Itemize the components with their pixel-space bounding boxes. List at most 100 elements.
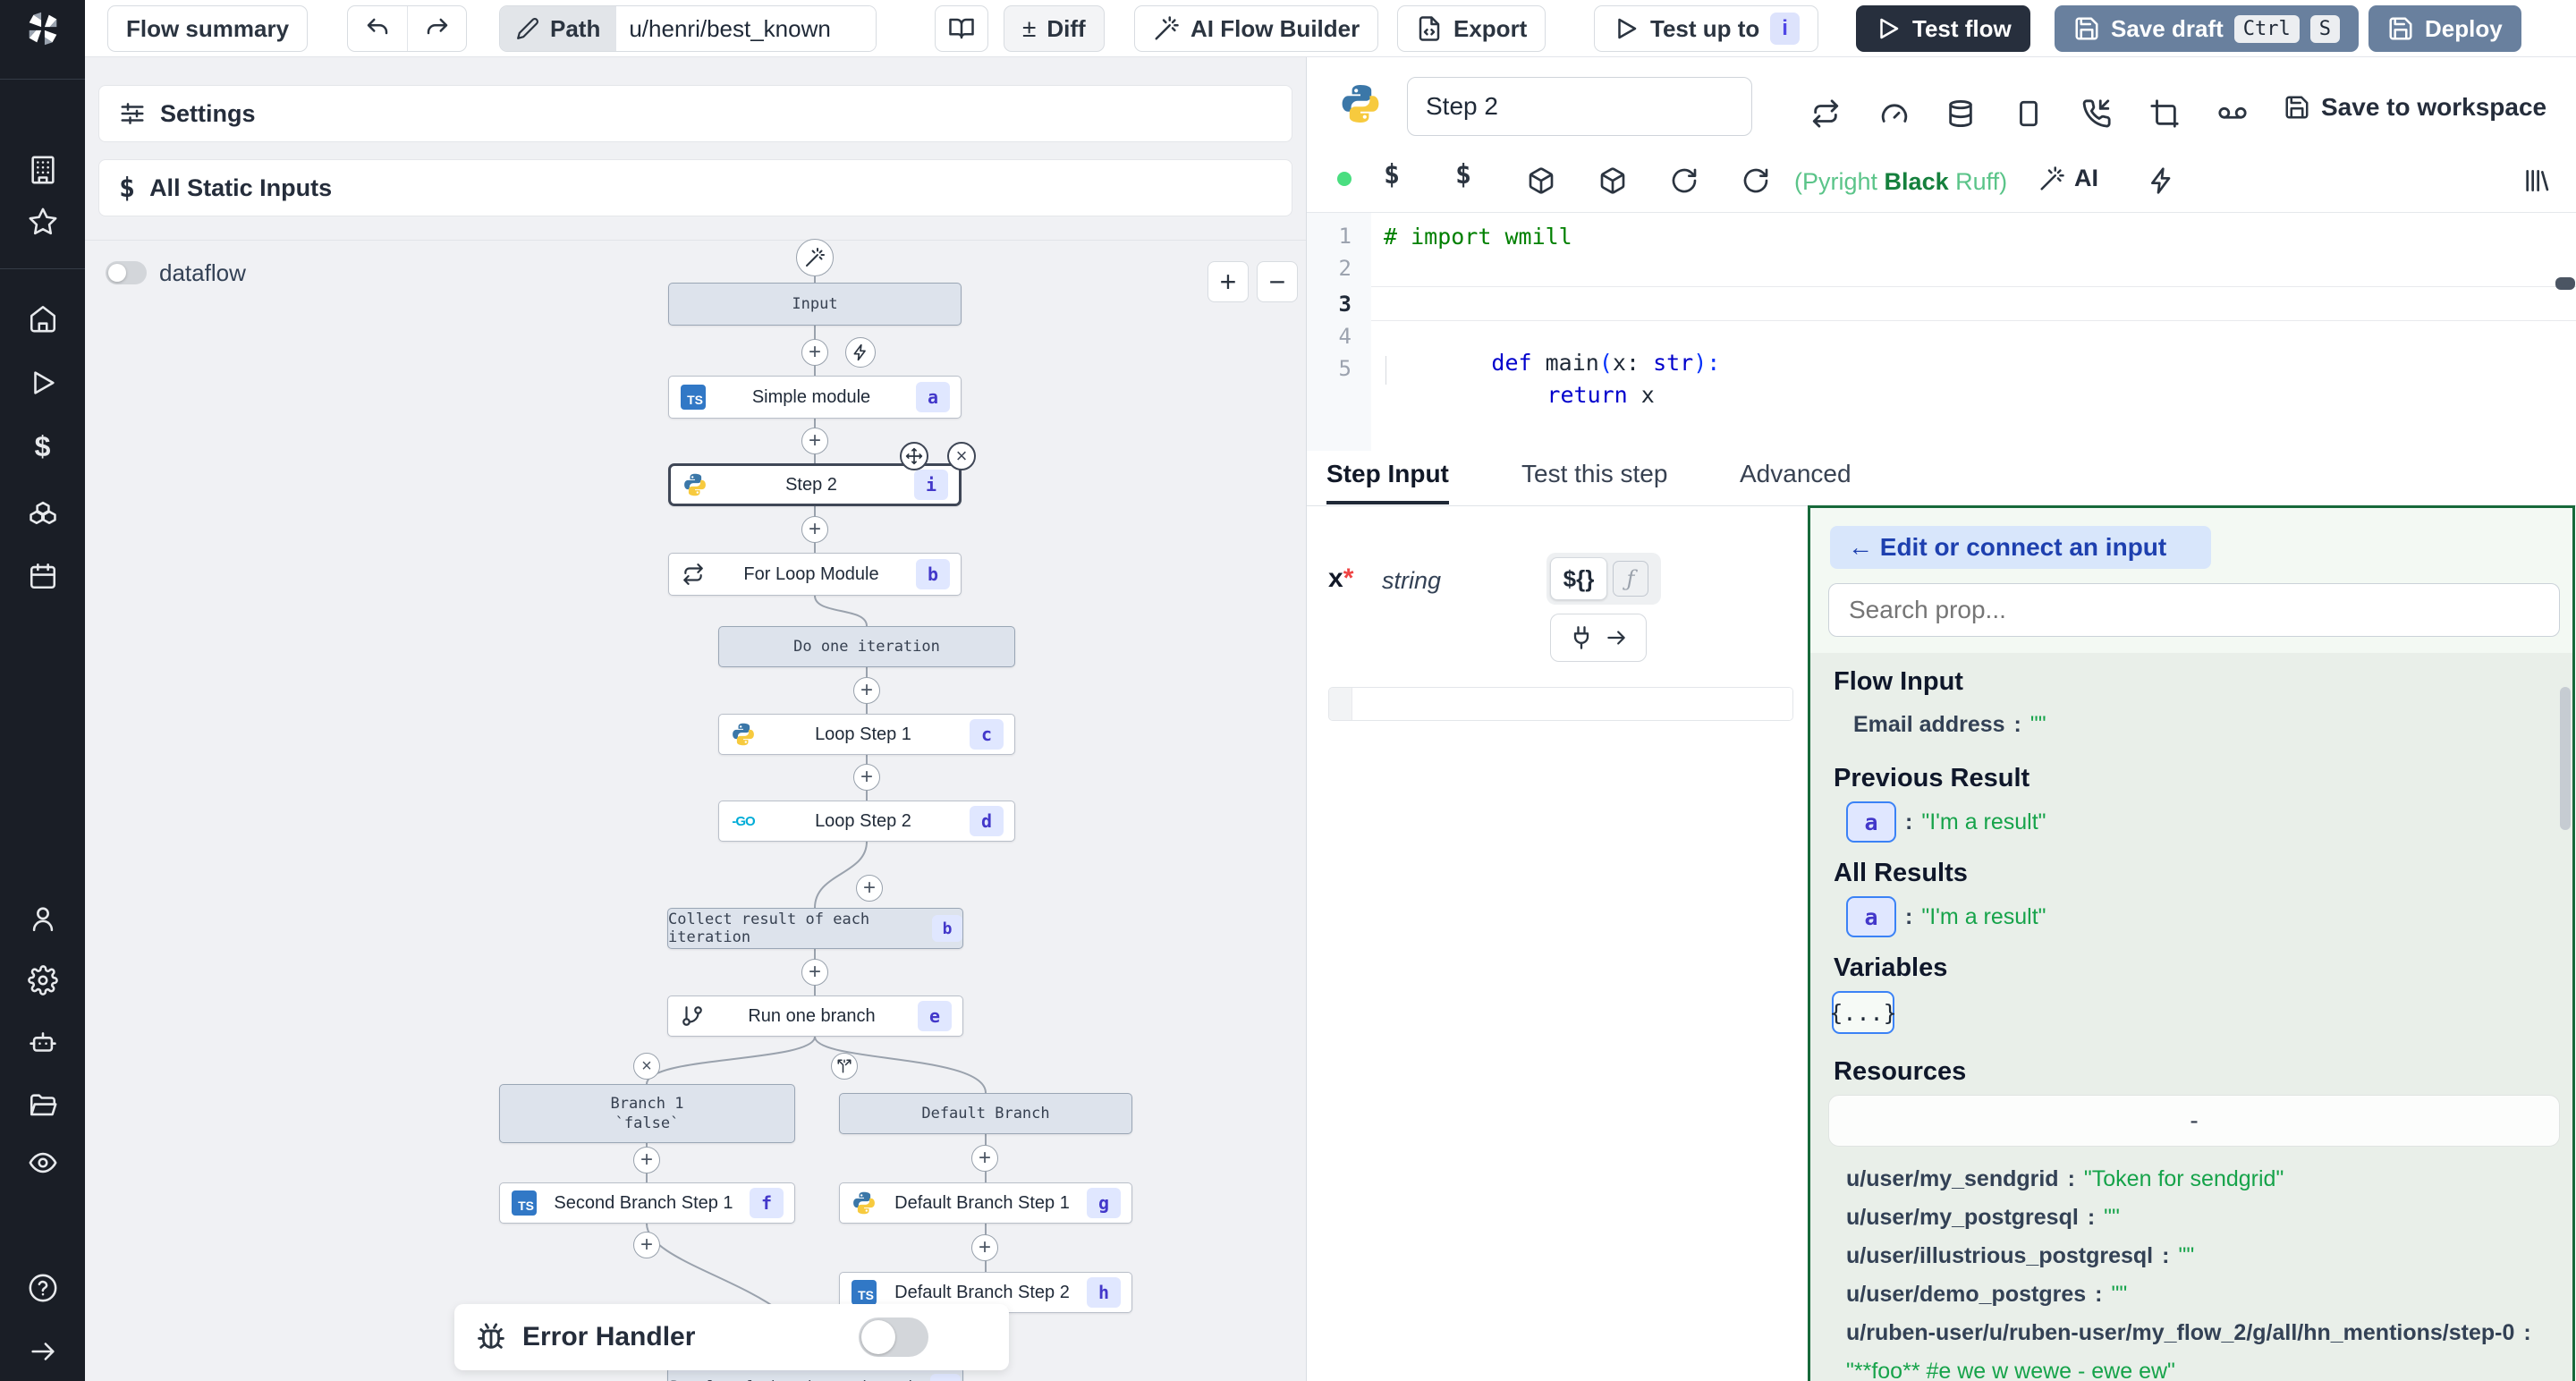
arg-x-input[interactable] <box>1352 688 1792 720</box>
variables-badge[interactable]: {...} <box>1829 991 1897 1034</box>
docs-button[interactable] <box>935 5 988 52</box>
move-step-button[interactable] <box>900 442 928 470</box>
package-icon[interactable] <box>1598 166 1627 195</box>
add-step-button[interactable]: + <box>971 1145 998 1172</box>
suspend-icon[interactable] <box>2081 98 2112 129</box>
add-step-button[interactable]: + <box>971 1234 998 1261</box>
sidebar-item-audit-logs[interactable] <box>27 1147 59 1179</box>
sidebar-item-help[interactable] <box>27 1272 59 1304</box>
dataflow-toggle[interactable] <box>106 261 147 284</box>
sidebar-item-schedules[interactable] <box>27 560 59 592</box>
ai-assistant-button[interactable]: AI <box>2038 165 2098 192</box>
add-branch-button[interactable] <box>831 1053 858 1080</box>
editor-scrollbar[interactable] <box>2555 277 2575 290</box>
zoom-out-button[interactable]: − <box>1257 261 1298 302</box>
node-collect-result[interactable]: Collect result of each iteration b <box>667 908 963 949</box>
resource-row[interactable]: u/user/my_postgresql:"" <box>1846 1205 2120 1230</box>
cache-icon[interactable] <box>1945 98 1976 129</box>
step-title-input[interactable] <box>1407 77 1752 136</box>
sidebar-item-users[interactable] <box>27 902 59 935</box>
flow-settings-row[interactable]: Settings <box>98 85 1292 142</box>
diff-button[interactable]: ± Diff <box>1004 5 1105 52</box>
node-simple-module[interactable]: TS Simple module a <box>668 376 962 419</box>
add-step-button[interactable]: + <box>853 677 880 704</box>
flow-summary-button[interactable]: Flow summary <box>107 5 309 52</box>
save-draft-button[interactable]: Save draft Ctrl S <box>2055 5 2359 52</box>
node-loop-step2[interactable]: -GO Loop Step 2 d <box>718 801 1015 842</box>
deploy-button[interactable]: Deploy <box>2368 5 2521 52</box>
export-button[interactable]: Export <box>1397 5 1546 52</box>
node-default-branch-step1[interactable]: Default Branch Step 1 g <box>839 1182 1132 1224</box>
zoom-in-button[interactable]: + <box>1208 261 1249 302</box>
node-input[interactable]: Input <box>668 283 962 326</box>
remove-branch-button[interactable]: × <box>633 1053 660 1080</box>
test-up-to-button[interactable]: Test up to i <box>1594 5 1818 52</box>
resources-placeholder-box[interactable]: - <box>1828 1095 2560 1147</box>
node-second-branch-step1[interactable]: TS Second Branch Step 1 f <box>499 1182 795 1224</box>
previous-result-row[interactable]: a:"I'm a result" <box>1846 801 2046 843</box>
node-default-branch[interactable]: Default Branch <box>839 1093 1132 1134</box>
test-flow-button[interactable]: Test flow <box>1856 5 2030 52</box>
mock-icon[interactable] <box>2013 98 2044 129</box>
tab-step-input[interactable]: Step Input <box>1326 460 1449 504</box>
flow-input-row[interactable]: Email address:"" <box>1853 712 2046 737</box>
add-step-button[interactable]: + <box>633 1147 660 1173</box>
sidebar-item-workspace[interactable] <box>27 154 59 186</box>
resource-row[interactable]: u/user/demo_postgres:"" <box>1846 1282 2128 1307</box>
all-results-row[interactable]: a:"I'm a result" <box>1846 896 2046 937</box>
sidebar-item-folders[interactable] <box>27 1089 59 1122</box>
sidebar-item-settings[interactable] <box>27 964 59 996</box>
add-step-button[interactable]: + <box>801 959 828 986</box>
delete-step-button[interactable]: × <box>947 442 976 470</box>
ai-suggest-button[interactable] <box>845 337 876 368</box>
prop-search-input[interactable] <box>1828 583 2560 637</box>
sidebar-item-home[interactable] <box>27 302 59 335</box>
redo-button[interactable] <box>407 6 466 51</box>
add-step-button[interactable]: + <box>856 875 883 902</box>
sidebar-item-variables[interactable]: $ <box>27 430 59 462</box>
expr-mode-button[interactable]: ${} <box>1550 557 1607 600</box>
resource-row[interactable]: u/user/illustrious_postgresql:"" <box>1846 1243 2195 1268</box>
retries-icon[interactable] <box>1810 98 1841 129</box>
undo-button[interactable] <box>348 6 407 51</box>
add-step-button[interactable]: + <box>853 764 880 791</box>
node-step2-selected[interactable]: Step 2 i <box>668 463 962 506</box>
connect-input-button[interactable] <box>1550 614 1647 662</box>
sidebar-item-resources[interactable] <box>27 496 59 528</box>
result-badge[interactable]: a <box>1846 801 1896 843</box>
edit-or-connect-back-button[interactable]: ← Edit or connect an input <box>1830 526 2211 569</box>
all-static-inputs-row[interactable]: $ All Static Inputs <box>98 159 1292 216</box>
sidebar-item-runs[interactable] <box>27 367 59 399</box>
reload-icon[interactable] <box>1670 166 1699 195</box>
node-run-one-branch[interactable]: Run one branch e <box>667 996 963 1037</box>
resource-picker-icon[interactable]: $ <box>1455 159 1472 191</box>
early-stop-icon[interactable] <box>1879 98 1910 129</box>
result-badge[interactable]: a <box>1846 896 1896 937</box>
tab-test-this-step[interactable]: Test this step <box>1521 460 1668 487</box>
resource-row-continuation[interactable]: "**foo** #e we w wewe - ewe ew" <box>1846 1359 2175 1381</box>
function-mode-button[interactable]: ƒ <box>1613 561 1648 597</box>
package-icon[interactable] <box>1527 166 1555 195</box>
sidebar-item-workers[interactable] <box>27 1027 59 1059</box>
node-loop-step1[interactable]: Loop Step 1 c <box>718 714 1015 755</box>
windmill-logo-icon[interactable] <box>27 13 59 45</box>
library-icon[interactable] <box>2521 166 2550 195</box>
variable-picker-icon[interactable]: $ <box>1384 159 1401 191</box>
ai-wand-button[interactable] <box>796 239 834 276</box>
tab-advanced[interactable]: Advanced <box>1740 460 1852 487</box>
error-handler-toggle[interactable] <box>859 1317 928 1357</box>
add-step-button[interactable]: + <box>801 516 828 543</box>
code-editor[interactable]: 1 2 3 4 5 # import wmill def main(x: str… <box>1307 213 2576 451</box>
sidebar-expand-icon[interactable] <box>27 1335 59 1368</box>
save-to-workspace-button[interactable]: Save to workspace <box>2284 93 2546 122</box>
resource-row[interactable]: u/user/my_sendgrid:"Token for sendgrid" <box>1846 1166 2284 1191</box>
node-branch1[interactable]: Branch 1 `false` <box>499 1084 795 1143</box>
add-step-button[interactable]: + <box>633 1232 660 1258</box>
bolt-icon[interactable] <box>2148 166 2176 195</box>
concurrency-icon[interactable] <box>2217 98 2248 129</box>
reset-icon[interactable] <box>1741 166 1770 195</box>
path-input[interactable] <box>616 6 877 51</box>
sleep-icon[interactable] <box>2149 98 2180 129</box>
sidebar-item-favorites[interactable] <box>27 206 59 238</box>
node-do-one-iteration[interactable]: Do one iteration <box>718 626 1015 667</box>
